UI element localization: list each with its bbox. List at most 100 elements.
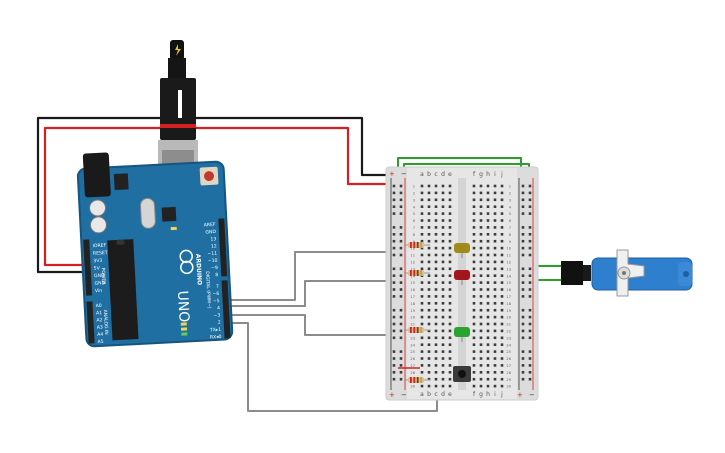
breadboard-hole[interactable] <box>500 322 504 326</box>
breadboard-hole[interactable] <box>427 212 431 215</box>
rail-hole[interactable] <box>392 329 396 333</box>
breadboard-hole[interactable] <box>486 295 490 298</box>
breadboard-hole[interactable] <box>479 205 483 208</box>
rail-hole[interactable] <box>392 233 396 236</box>
breadboard-hole[interactable] <box>493 322 497 326</box>
breadboard-hole[interactable] <box>500 212 504 215</box>
dc-power-jack[interactable] <box>82 152 111 198</box>
breadboard-hole[interactable] <box>427 288 431 291</box>
breadboard-hole[interactable] <box>434 308 438 312</box>
breadboard-hole[interactable] <box>500 364 504 367</box>
breadboard-hole[interactable] <box>448 246 452 250</box>
red-5v-wire[interactable] <box>43 126 398 267</box>
green-led[interactable] <box>454 327 470 342</box>
power-header[interactable] <box>83 239 93 296</box>
breadboard-hole[interactable] <box>493 212 497 215</box>
breadboard-hole[interactable] <box>427 329 431 333</box>
breadboard-hole[interactable] <box>441 233 445 236</box>
breadboard-hole[interactable] <box>427 253 431 257</box>
breadboard-hole[interactable] <box>420 350 424 353</box>
breadboard-hole[interactable] <box>434 315 438 319</box>
breadboard-hole[interactable] <box>493 336 497 340</box>
rail-hole[interactable] <box>521 288 525 291</box>
breadboard-hole[interactable] <box>493 219 497 222</box>
rail-hole[interactable] <box>528 315 532 319</box>
breadboard-hole[interactable] <box>441 246 445 250</box>
signal-wire-pin2[interactable] <box>218 322 438 412</box>
breadboard-hole[interactable] <box>441 315 445 319</box>
rail-hole[interactable] <box>528 205 532 208</box>
breadboard-hole[interactable] <box>441 322 445 326</box>
breadboard-hole[interactable] <box>420 302 424 305</box>
rail-hole[interactable] <box>528 336 532 340</box>
breadboard-hole[interactable] <box>493 281 497 284</box>
breadboard-hole[interactable] <box>493 329 497 333</box>
rail-hole[interactable] <box>392 350 396 353</box>
rail-hole[interactable] <box>392 281 396 284</box>
rail-hole[interactable] <box>392 253 396 257</box>
breadboard-hole[interactable] <box>420 226 424 229</box>
rail-hole[interactable] <box>392 246 396 250</box>
breadboard-hole[interactable] <box>427 357 431 360</box>
breadboard-hole[interactable] <box>420 212 424 215</box>
rail-hole[interactable] <box>521 212 525 215</box>
breadboard-hole[interactable] <box>472 343 476 346</box>
breadboard-hole[interactable] <box>448 233 452 236</box>
breadboard-hole[interactable] <box>479 371 483 374</box>
breadboard-hole[interactable] <box>441 184 445 188</box>
breadboard-hole[interactable] <box>448 343 452 346</box>
rail-hole[interactable] <box>392 315 396 319</box>
rail-hole[interactable] <box>528 364 532 367</box>
breadboard-hole[interactable] <box>486 226 490 229</box>
breadboard-hole[interactable] <box>448 267 452 271</box>
resistor[interactable] <box>404 270 430 276</box>
breadboard-hole[interactable] <box>420 184 424 188</box>
breadboard-hole[interactable] <box>486 260 490 264</box>
breadboard-hole[interactable] <box>420 295 424 298</box>
rail-hole[interactable] <box>399 336 403 340</box>
breadboard-hole[interactable] <box>479 233 483 236</box>
resistor[interactable] <box>404 327 430 333</box>
rail-hole[interactable] <box>392 308 396 312</box>
breadboard-hole[interactable] <box>448 281 452 284</box>
rail-hole[interactable] <box>399 253 403 257</box>
rail-hole[interactable] <box>392 357 396 360</box>
rail-hole[interactable] <box>521 267 525 271</box>
breadboard-hole[interactable] <box>500 343 504 346</box>
breadboard-hole[interactable] <box>493 377 497 381</box>
breadboard-hole[interactable] <box>434 246 438 250</box>
breadboard-hole[interactable] <box>427 384 431 388</box>
servo-connector[interactable] <box>561 261 583 285</box>
breadboard-hole[interactable] <box>472 274 476 277</box>
resistor[interactable] <box>404 377 430 383</box>
breadboard-hole[interactable] <box>441 226 445 229</box>
breadboard-hole[interactable] <box>434 226 438 229</box>
breadboard-hole[interactable] <box>486 350 490 353</box>
rail-hole[interactable] <box>392 184 396 188</box>
rail-hole[interactable] <box>521 377 525 381</box>
breadboard-hole[interactable] <box>500 384 504 388</box>
rail-hole[interactable] <box>399 315 403 319</box>
resistors[interactable] <box>398 242 430 383</box>
rail-hole[interactable] <box>392 274 396 277</box>
breadboard-hole[interactable] <box>472 364 476 367</box>
breadboard-hole[interactable] <box>493 260 497 264</box>
rail-hole[interactable] <box>521 226 525 229</box>
breadboard-hole[interactable] <box>420 233 424 236</box>
rail-hole[interactable] <box>528 274 532 277</box>
breadboard-hole[interactable] <box>479 239 483 243</box>
pushbutton[interactable] <box>453 366 471 382</box>
breadboard-hole[interactable] <box>486 371 490 374</box>
breadboard-hole[interactable] <box>472 184 476 188</box>
rail-hole[interactable] <box>392 371 396 374</box>
rail-hole[interactable] <box>528 233 532 236</box>
breadboard-hole[interactable] <box>427 343 431 346</box>
breadboard-hole[interactable] <box>427 239 431 243</box>
breadboard-hole[interactable] <box>486 253 490 257</box>
rail-hole[interactable] <box>399 246 403 250</box>
breadboard-hole[interactable] <box>448 329 452 333</box>
breadboard-hole[interactable] <box>500 308 504 312</box>
breadboard-hole[interactable] <box>472 322 476 326</box>
breadboard-hole[interactable] <box>441 212 445 215</box>
rail-hole[interactable] <box>521 322 525 326</box>
